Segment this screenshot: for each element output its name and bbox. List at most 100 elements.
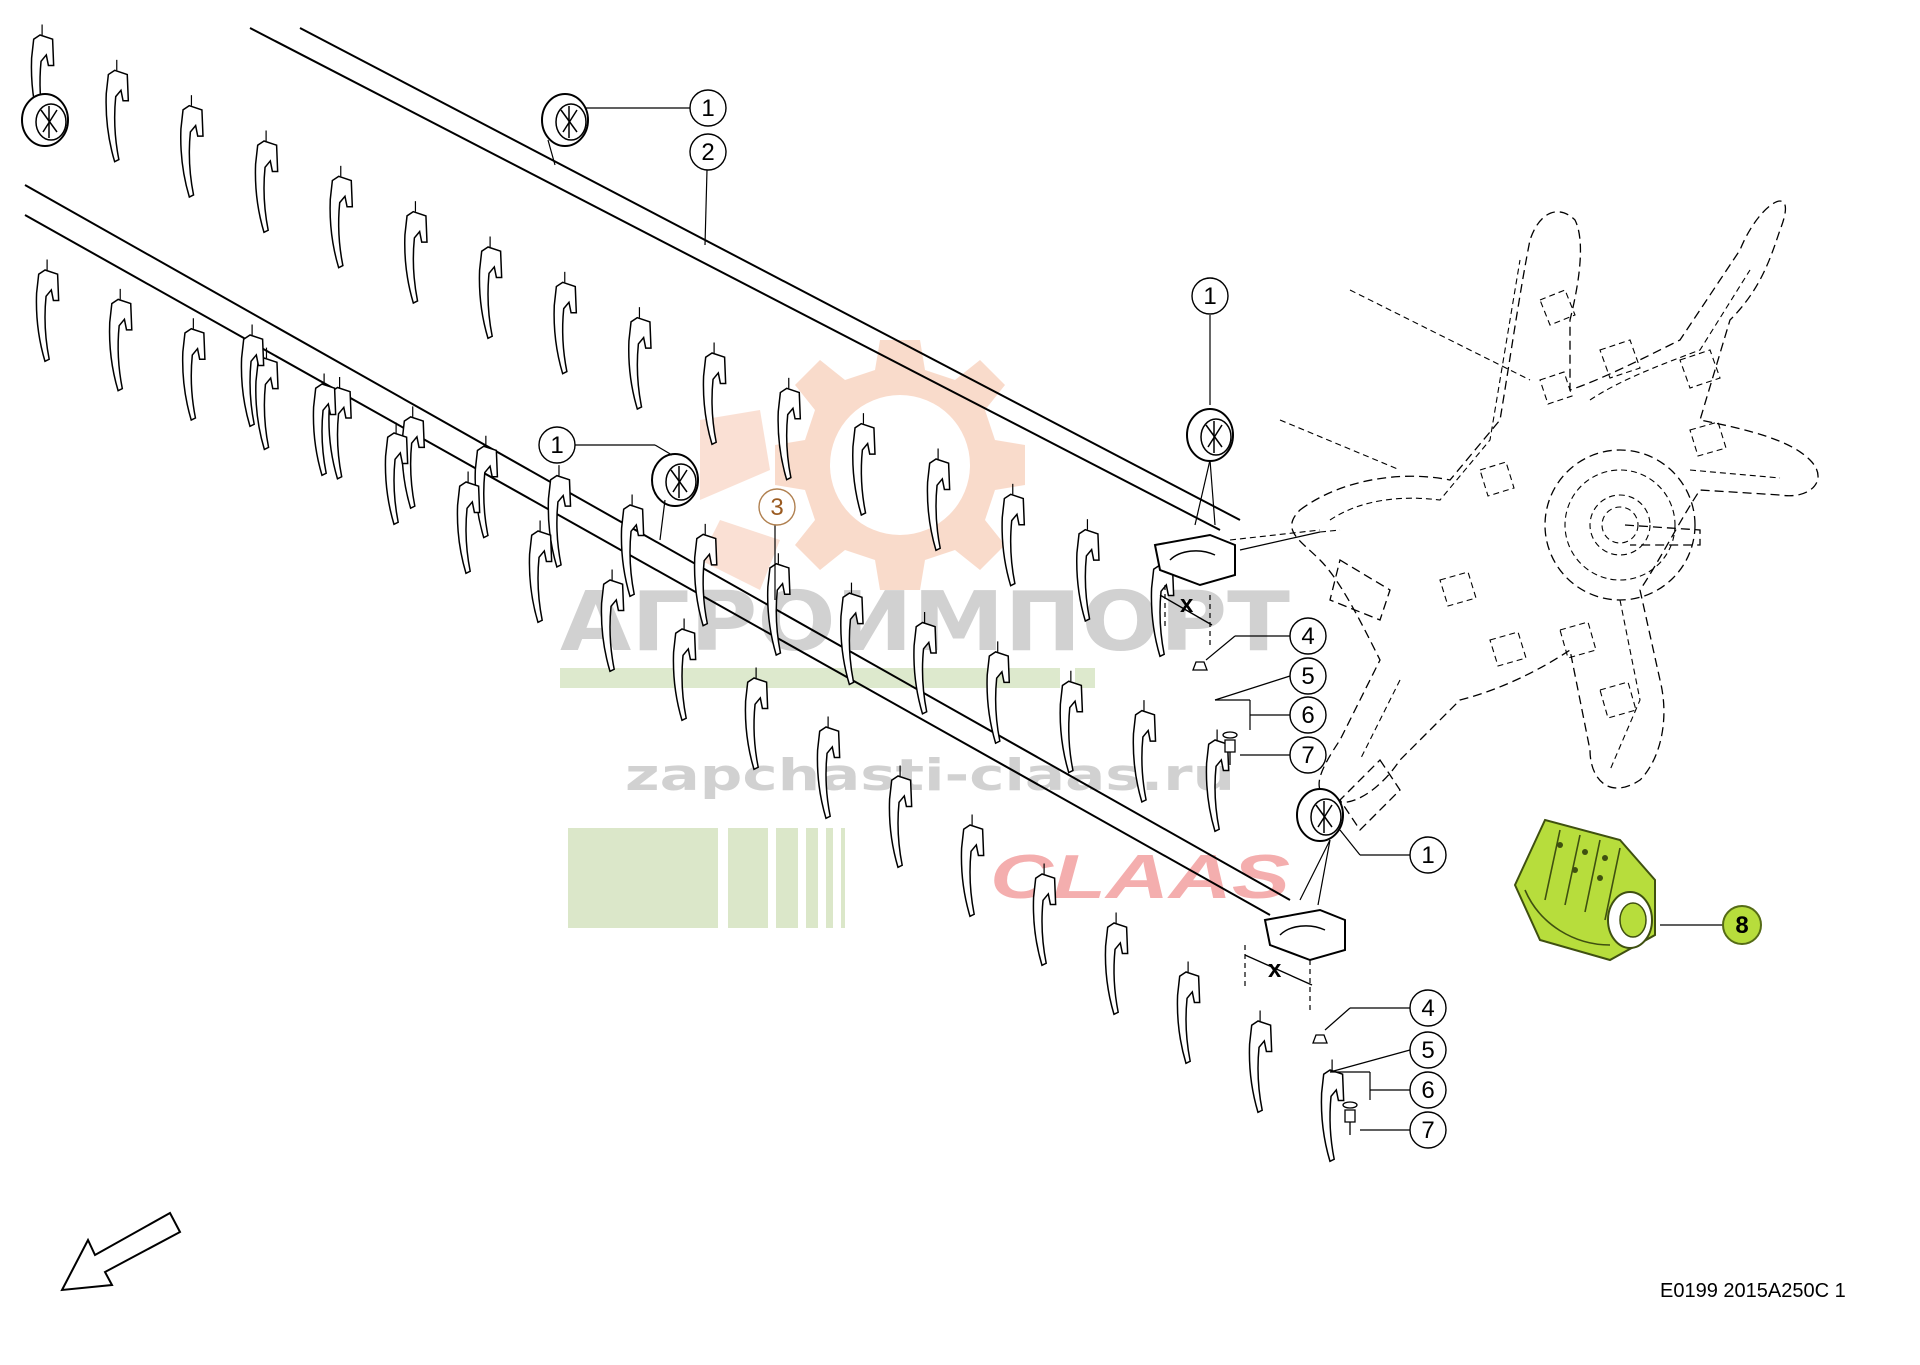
tine (1320, 1069, 1345, 1163)
callout-1b[interactable]: 1 (1191, 277, 1229, 315)
tine (913, 621, 937, 715)
arrow-down-left-icon (60, 1211, 182, 1292)
tine (240, 334, 265, 428)
callout-5b[interactable]: 5 (1409, 1031, 1447, 1069)
callout-8[interactable]: 8 (1722, 905, 1762, 945)
tine (254, 140, 279, 234)
callout-5b-label: 5 (1421, 1037, 1434, 1064)
tine-bar-lower (24, 184, 1291, 916)
hardware-lower (1312, 1034, 1358, 1135)
callout-4b-label: 4 (1421, 995, 1434, 1022)
callout-6a-label: 6 (1301, 702, 1314, 729)
tine (627, 316, 652, 411)
callout-6b[interactable]: 6 (1409, 1071, 1447, 1109)
tine (693, 533, 718, 627)
crank-lower (1263, 908, 1346, 962)
reel-spider (1229, 200, 1819, 832)
callout-1d[interactable]: 1 (1409, 836, 1447, 874)
watermark-green-bar (560, 668, 1060, 688)
tine (456, 481, 481, 575)
tine (744, 677, 769, 771)
tine (255, 357, 279, 451)
tine (960, 824, 985, 918)
callout-5a[interactable]: 5 (1289, 657, 1327, 695)
tine (1075, 528, 1100, 623)
tines-group (30, 24, 1345, 1163)
tine (105, 69, 130, 163)
tine (312, 383, 337, 477)
callout-6a[interactable]: 6 (1289, 696, 1327, 734)
tine (816, 726, 841, 820)
dimension-upper: x (1159, 585, 1213, 645)
tine (553, 281, 578, 375)
tine (702, 352, 727, 446)
tine (384, 432, 409, 526)
bearing-1c (651, 453, 699, 507)
tine (1150, 564, 1175, 658)
callout-1d-label: 1 (1421, 842, 1434, 869)
callout-7b-label: 7 (1421, 1117, 1434, 1144)
tine (777, 387, 802, 481)
tine (329, 175, 354, 269)
callout-4b[interactable]: 4 (1409, 989, 1447, 1027)
dimension-lower: x (1244, 945, 1313, 1010)
tine (1248, 1020, 1273, 1114)
tine (1205, 739, 1230, 833)
leader-lines (547, 107, 1725, 1131)
callout-1a[interactable]: 1 (689, 89, 727, 127)
tine (851, 422, 876, 517)
tine (1059, 680, 1084, 774)
callout-6b-label: 6 (1421, 1077, 1434, 1104)
callout-1b-label: 1 (1203, 283, 1216, 310)
dimension-label-upper: x (1180, 591, 1194, 618)
callout-2-label: 2 (701, 139, 714, 166)
callout-3[interactable]: 3 (758, 488, 796, 526)
callout-3-label: 3 (770, 494, 783, 521)
tine (1104, 922, 1129, 1016)
tine (478, 246, 503, 340)
tine (1176, 971, 1201, 1065)
tine (1032, 873, 1057, 967)
part-8-bearing-assembly (1513, 818, 1656, 962)
bearing-1b (1186, 408, 1234, 462)
tine (888, 775, 913, 869)
drawing-number: E0199 2015A250C 1 (1660, 1280, 1846, 1302)
tine (35, 269, 60, 363)
tine-bar-upper (249, 27, 1241, 531)
callout-7a-label: 7 (1301, 742, 1314, 769)
tine (1001, 493, 1026, 587)
tine (403, 210, 428, 305)
tine (840, 592, 864, 686)
hardware-upper (1192, 661, 1238, 765)
callout-8-label: 8 (1735, 912, 1748, 939)
bearing-1a (541, 93, 589, 147)
bearing-left (21, 93, 69, 147)
tine (766, 562, 791, 657)
tine (620, 504, 645, 598)
crank-upper (1153, 529, 1341, 587)
callout-7b[interactable]: 7 (1409, 1111, 1447, 1149)
tine (926, 458, 951, 552)
callout-1c[interactable]: 1 (538, 426, 576, 464)
tine (528, 530, 553, 624)
tine (672, 628, 697, 722)
bearing-1d (1296, 788, 1344, 842)
tine (1132, 709, 1157, 804)
callout-2[interactable]: 2 (689, 133, 727, 171)
watermark-gear-icon (700, 340, 1025, 590)
tine (600, 579, 625, 673)
callout-7a[interactable]: 7 (1289, 736, 1327, 774)
callout-1c-label: 1 (550, 432, 563, 459)
callout-1a-label: 1 (701, 95, 714, 122)
callout-4a[interactable]: 4 (1289, 617, 1327, 655)
tine (986, 651, 1011, 745)
callout-4a-label: 4 (1301, 623, 1314, 650)
tine (181, 327, 206, 422)
spider-windows (1439, 289, 1727, 719)
callout-5a-label: 5 (1301, 663, 1314, 690)
tine (108, 298, 133, 392)
tine (179, 104, 204, 199)
dimension-label-lower: x (1268, 956, 1282, 983)
watermark-stripes (568, 828, 845, 928)
tine (547, 474, 572, 569)
